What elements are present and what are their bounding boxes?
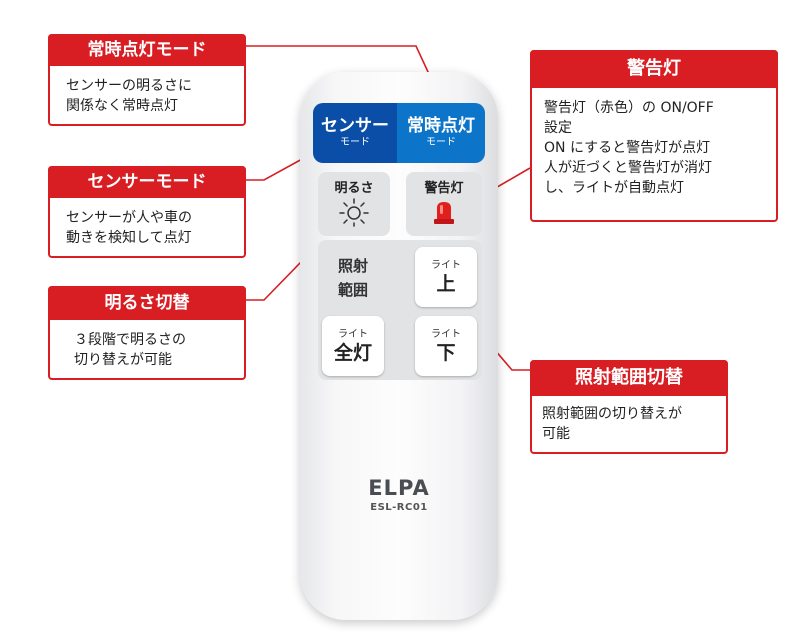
callout-range: 照射範囲切替 照射範囲の切り替えが 可能 [530,360,728,454]
callout-warning-title: 警告灯 [530,50,778,88]
callout-sensor-mode: センサーモード センサーが人や車の 動きを検知して点灯 [48,166,246,258]
callout-brightness-title: 明るさ切替 [48,286,246,320]
always-on-mode-button[interactable]: 常時点灯 モード [397,103,485,163]
light-down-label: 下 [436,341,456,364]
sensor-mode-button[interactable]: センサー モード [313,103,397,163]
light-up-button[interactable]: ライト 上 [415,247,477,307]
callout-warning: 警告灯 警告灯（赤色）の ON/OFF 設定 ON にすると警告灯が点灯 人が近… [530,50,778,222]
range-title-line1: 照射 [337,257,368,275]
light-up-small-label: ライト [431,259,461,271]
callout-brightness: 明るさ切替 ３段階で明るさの 切り替えが可能 [48,286,246,380]
warning-light-button[interactable]: 警告灯 [406,172,482,236]
light-down-small-label: ライト [431,328,461,340]
callout-always-on-title: 常時点灯モード [48,34,246,66]
always-on-sublabel: モード [426,137,456,148]
sensor-mode-sublabel: モード [340,137,370,148]
brand-logo: ELPA [368,476,430,500]
light-full-small-label: ライト [338,328,368,340]
callout-always-on: 常時点灯モード センサーの明るさに 関係なく常時点灯 [48,34,246,126]
callout-sensor-mode-body: センサーが人や車の 動きを検知して点灯 [66,208,192,248]
light-down-button[interactable]: ライト 下 [415,316,477,376]
callout-range-body: 照射範囲の切り替えが 可能 [542,404,682,444]
callout-warning-line: 設定 [544,120,572,136]
range-title-line2: 範囲 [337,281,368,299]
callout-always-on-body: センサーの明るさに 関係なく常時点灯 [66,76,192,116]
brightness-label: 明るさ [334,181,374,196]
callout-brightness-line: ３段階で明るさの [74,332,186,348]
callout-range-title: 照射範囲切替 [530,360,728,396]
light-up-label: 上 [436,272,456,295]
sensor-mode-label: センサー [321,116,389,136]
callout-sensor-mode-line: センサーが人や車の [66,210,192,226]
callout-brightness-body: ３段階で明るさの 切り替えが可能 [74,330,186,370]
callout-sensor-mode-title: センサーモード [48,166,246,198]
callout-warning-line: し、ライトが自動点灯 [544,180,684,196]
light-full-button[interactable]: ライト 全灯 [322,316,384,376]
brightness-button[interactable]: 明るさ [318,172,390,236]
warning-lamp-icon [434,202,454,224]
range-title: 照射 範囲 [328,254,378,302]
callout-warning-line: 人が近づくと警告灯が消灯 [544,160,712,176]
model-number: ESL-RC01 [370,502,428,513]
always-on-label: 常時点灯 [407,116,475,136]
callout-always-on-line: 関係なく常時点灯 [66,98,178,114]
sun-icon [339,198,369,227]
callout-warning-body: 警告灯（赤色）の ON/OFF 設定 ON にすると警告灯が点灯 人が近づくと警… [544,98,714,198]
callout-sensor-mode-line: 動きを検知して点灯 [66,230,192,246]
callout-warning-line: 警告灯（赤色）の ON/OFF [544,100,714,116]
callout-range-line: 照射範囲の切り替えが [542,406,682,422]
callout-warning-line: ON にすると警告灯が点灯 [544,140,711,156]
callout-range-line: 可能 [542,426,570,442]
callout-brightness-line: 切り替えが可能 [74,352,172,368]
callout-always-on-line: センサーの明るさに [66,78,192,94]
light-full-label: 全灯 [333,341,372,364]
warning-label: 警告灯 [424,181,464,196]
